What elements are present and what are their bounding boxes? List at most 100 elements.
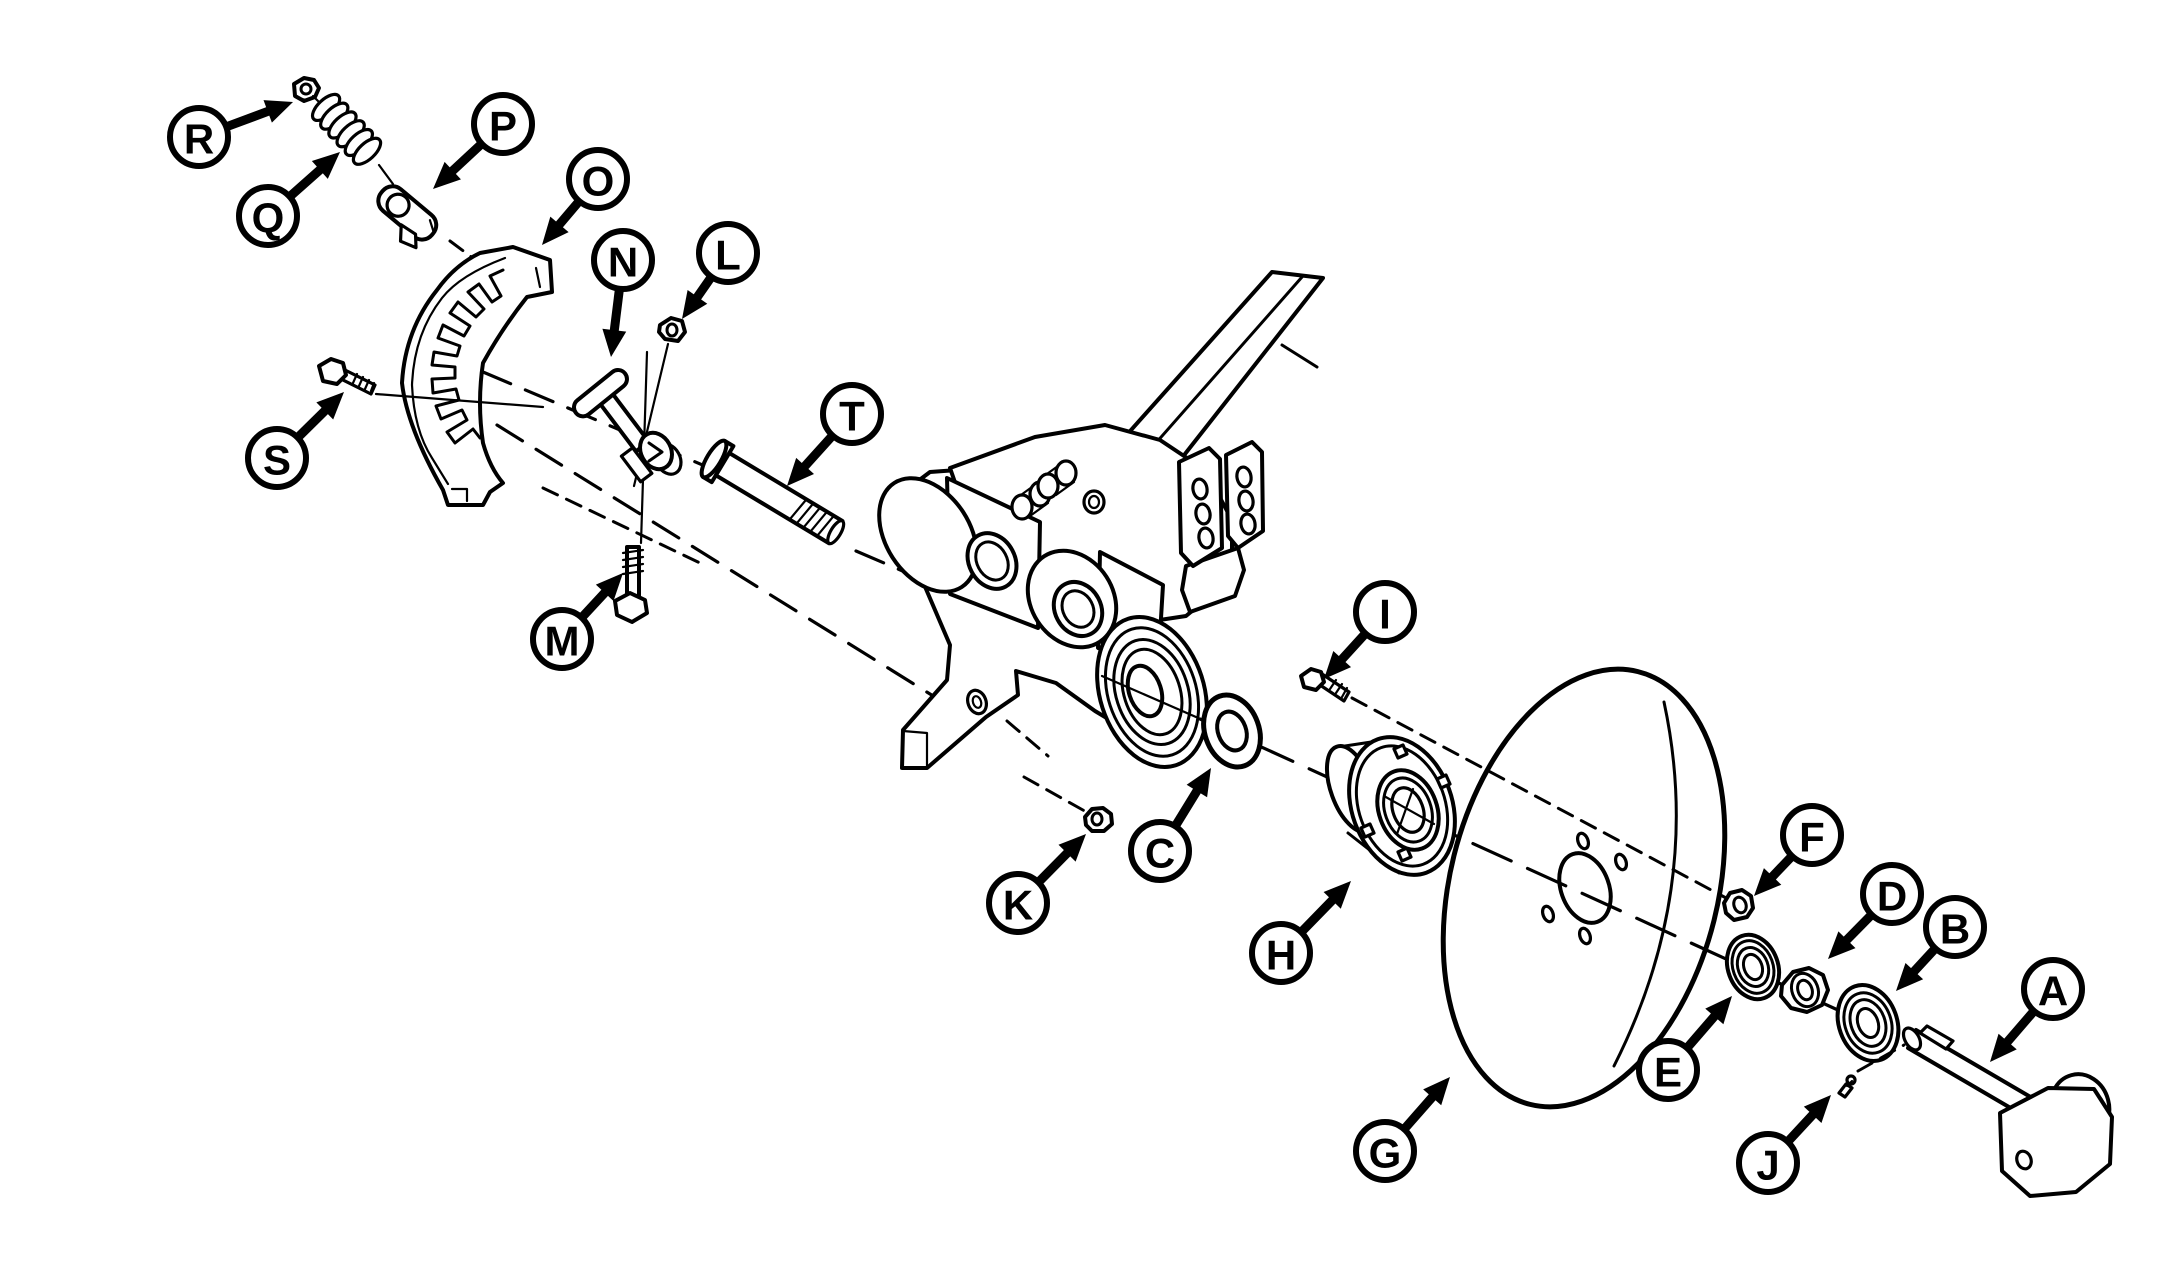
callout-F: F	[1754, 803, 1844, 896]
leader-line	[377, 163, 395, 186]
callout-A: A	[1990, 957, 2085, 1062]
callout-circle	[471, 92, 535, 156]
callout-circle	[2021, 957, 2085, 1021]
callout-K: K	[986, 834, 1086, 935]
disc-blade-G	[1440, 666, 1728, 1110]
callout-circle	[236, 184, 300, 248]
callout-circle	[1636, 1038, 1700, 1102]
callout-circle	[1128, 819, 1192, 883]
callout-circle	[820, 382, 884, 446]
callout-L: L	[682, 221, 760, 319]
callout-arrow-head	[1323, 881, 1351, 909]
callout-circle	[591, 228, 655, 292]
lock-nut-R	[292, 76, 321, 103]
callout-letter: B	[1940, 906, 1970, 953]
bolt-S	[317, 357, 377, 396]
callout-letter: O	[582, 158, 615, 205]
callout-circle	[1860, 862, 1924, 926]
callout-arrow-head	[1754, 868, 1782, 896]
callout-arrow-head	[1705, 996, 1732, 1025]
callout-circle	[1736, 1131, 1800, 1195]
axis-dash	[1022, 775, 1092, 816]
callout-circle	[1353, 1119, 1417, 1183]
callout-M: M	[530, 573, 623, 671]
callout-arrow-head	[1058, 834, 1086, 862]
shank-casting	[877, 270, 1325, 770]
callout-T: T	[787, 382, 884, 486]
callout-letter: I	[1379, 591, 1391, 638]
callout-letter: Q	[252, 195, 285, 242]
callout-R: R	[167, 100, 293, 169]
callout-arrow-head	[602, 328, 627, 357]
callout-I: I	[1324, 580, 1417, 679]
callout-arrow-head	[433, 161, 461, 189]
arm-spindle-A	[1901, 1024, 2114, 1198]
callout-arrow-head	[263, 100, 293, 123]
callout-arrow-head	[595, 573, 623, 601]
callout-circle	[1353, 580, 1417, 644]
hex-nut-D	[1779, 966, 1830, 1014]
hub-H	[1324, 735, 1457, 877]
main-axis-dash	[1198, 717, 1910, 1044]
bearing-E	[1724, 932, 1782, 1002]
callout-arrow-head	[316, 392, 344, 420]
callout-letter: N	[608, 239, 638, 286]
callout-letter: M	[545, 618, 580, 665]
callout-S: S	[245, 392, 344, 490]
callout-circle	[986, 871, 1050, 935]
callout-arrow-head	[1324, 650, 1352, 679]
callout-letter: P	[489, 103, 517, 150]
seal-washer-C	[1201, 692, 1263, 770]
assembly-axis-dash	[495, 423, 940, 701]
ratchet-segment-O	[400, 245, 554, 507]
bolt-axis-dash	[1350, 696, 1730, 901]
callout-Q: Q	[236, 152, 340, 248]
callout-arrow-head	[1186, 768, 1211, 798]
callout-circle	[566, 147, 630, 211]
adjusting-pin-N	[571, 368, 683, 484]
flange-nut-F	[1722, 888, 1755, 922]
axis-dash	[1856, 1043, 1906, 1073]
callout-O: O	[542, 147, 630, 245]
callout-arrow-head	[311, 152, 340, 179]
bolt-M	[613, 545, 649, 624]
bolt-I	[1299, 667, 1351, 703]
callout-letter: E	[1654, 1049, 1682, 1096]
callout-letter: C	[1145, 830, 1175, 877]
callout-N: N	[591, 228, 655, 357]
callout-letter: K	[1003, 882, 1033, 929]
callout-letter: F	[1799, 814, 1825, 861]
callout-letter: R	[184, 116, 214, 163]
callout-circle	[1780, 803, 1844, 867]
lock-nut-L	[657, 316, 687, 343]
callout-letter: L	[715, 232, 741, 279]
callout-circle	[245, 426, 309, 490]
callout-arrow-head	[1423, 1077, 1450, 1106]
flange-nut-K	[1083, 806, 1114, 833]
callout-layer: AB C D E F G H I J K L M NO P QR S T	[167, 92, 2085, 1195]
callout-circle	[696, 221, 760, 285]
callout-arrow-head	[542, 216, 569, 245]
callout-letter: D	[1877, 873, 1907, 920]
callout-letter: S	[263, 437, 291, 484]
callout-letter: J	[1756, 1142, 1779, 1189]
callout-arrow-head	[1990, 1033, 2017, 1062]
bolt-axis-line	[374, 392, 545, 409]
callout-arrow-head	[1828, 931, 1856, 959]
callout-letter: H	[1266, 932, 1296, 979]
spring-Q	[310, 92, 383, 166]
callout-arrow-head	[1896, 963, 1924, 991]
callout-P: P	[433, 92, 535, 189]
callout-circle	[1923, 895, 1987, 959]
callout-G: G	[1353, 1077, 1450, 1183]
callout-arrow-head	[787, 457, 814, 486]
axis-dash	[1005, 719, 1050, 758]
callout-circle	[530, 607, 594, 671]
bearing-B	[1835, 983, 1901, 1063]
callout-B: B	[1896, 895, 1987, 991]
callout-circle	[1249, 921, 1313, 985]
hub-axis-line	[1100, 674, 1198, 719]
callout-H: H	[1249, 881, 1351, 985]
